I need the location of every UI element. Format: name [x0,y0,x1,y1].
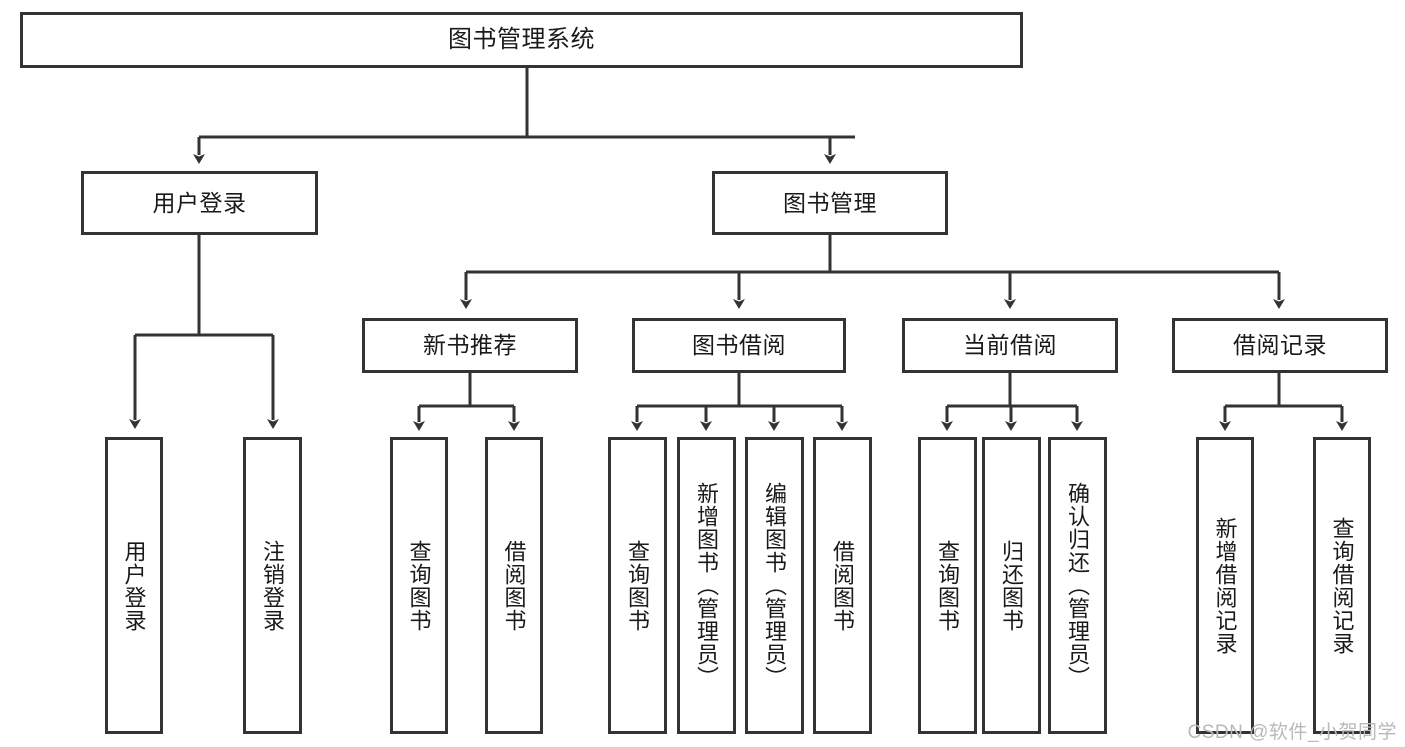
node-label: 查询图书 [625,539,651,632]
node-label: 查询图书 [406,539,432,632]
node-label: 图书管理 [783,189,877,216]
node-label: 注销登录 [260,539,286,632]
node-new-book-recommend[interactable]: 新书推荐 [362,318,578,373]
node-label: 借阅图书 [501,539,527,632]
node-label: 查询借阅记录 [1329,516,1355,655]
leaf-book-borrow-edit[interactable]: 编辑图书（管理员） [745,437,804,734]
node-label: 借阅记录 [1233,332,1327,359]
node-label: 用户登录 [121,539,147,632]
node-current-borrow[interactable]: 当前借阅 [902,318,1118,373]
node-label: 借阅图书 [830,539,856,632]
node-borrow-record[interactable]: 借阅记录 [1172,318,1388,373]
leaf-borrow-record-add[interactable]: 新增借阅记录 [1196,437,1254,734]
leaf-new-book-borrow[interactable]: 借阅图书 [485,437,543,734]
leaf-book-borrow-add[interactable]: 新增图书（管理员） [677,437,736,734]
node-label: 新书推荐 [423,332,517,359]
node-label: 新增图书（管理员） [694,482,720,689]
node-root-system[interactable]: 图书管理系统 [20,12,1023,68]
node-label: 查询图书 [935,539,961,632]
edges-book-borrow [631,373,848,431]
leaf-borrow-record-query[interactable]: 查询借阅记录 [1313,437,1371,734]
node-label: 用户登录 [152,189,247,216]
node-label: 图书借阅 [692,332,786,359]
edges-current-borrow [941,373,1083,431]
edges-borrow-record [1219,373,1348,431]
node-label: 归还图书 [999,539,1025,632]
edges-new-book [413,373,520,431]
node-label: 图书管理系统 [448,26,595,53]
edges-book-manage [460,235,1285,309]
leaf-current-borrow-return[interactable]: 归还图书 [982,437,1041,734]
node-label: 新增借阅记录 [1212,516,1238,655]
leaf-book-borrow-query[interactable]: 查询图书 [608,437,667,734]
watermark: CSDN @软件_小贺同学 [1187,722,1397,743]
edges-user-login [129,235,279,429]
leaf-user-login-login[interactable]: 用户登录 [105,437,163,734]
leaf-current-borrow-query[interactable]: 查询图书 [918,437,977,734]
node-user-login[interactable]: 用户登录 [81,171,318,235]
leaf-new-book-query[interactable]: 查询图书 [390,437,448,734]
node-label: 当前借阅 [963,332,1057,359]
node-label: 确认归还（管理员） [1065,482,1091,689]
node-book-management[interactable]: 图书管理 [712,171,948,235]
node-book-borrow[interactable]: 图书借阅 [632,318,846,373]
edges-root [193,68,855,164]
node-label: 编辑图书（管理员） [762,482,788,689]
leaf-current-borrow-confirm-return[interactable]: 确认归还（管理员） [1048,437,1107,734]
leaf-user-login-logout[interactable]: 注销登录 [243,437,302,734]
leaf-book-borrow-borrow[interactable]: 借阅图书 [813,437,872,734]
